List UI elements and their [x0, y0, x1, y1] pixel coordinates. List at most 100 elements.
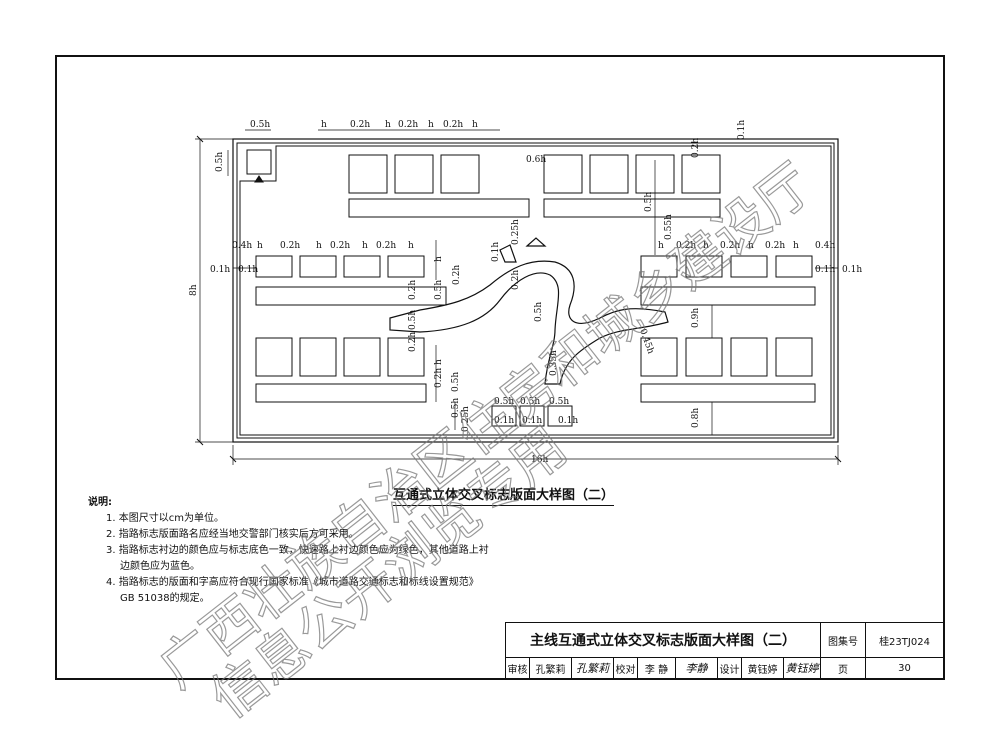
- notes-section: 说明: 1. 本图尺寸以cm为单位。 2. 指路标志版面路名应经当地交警部门核实…: [88, 495, 508, 607]
- dim-label: 0.9h: [691, 308, 701, 328]
- dim-label: 0.5h: [644, 192, 654, 212]
- dim-label: 0.2h: [376, 241, 396, 251]
- dim-label: 8h: [189, 284, 199, 296]
- designer-name: 黄钰婷: [742, 658, 784, 679]
- sign-border-inner: [239, 145, 832, 436]
- dim-label: 0.5h: [215, 152, 225, 172]
- note-item: 2. 指路标志版面路名应经当地交警部门核实后方可采用。: [106, 529, 359, 540]
- dim-label: h: [658, 241, 664, 251]
- dim-label: h: [434, 359, 444, 365]
- dim-label: 0.5h: [520, 397, 540, 407]
- top-road-bar-left: [348, 198, 530, 218]
- review-label: 审核: [506, 658, 530, 679]
- dim-label: 0.2h: [676, 241, 696, 251]
- dim-label: 0.2h: [691, 138, 701, 158]
- dim-label: 0.1h: [842, 265, 862, 275]
- dim-label: 0.2h: [434, 368, 444, 388]
- dim-label: h: [703, 241, 709, 251]
- dim-label: 0.8h: [691, 408, 701, 428]
- atlas-label: 图集号: [821, 623, 866, 658]
- reviewer-signature: 孔繁莉: [572, 658, 614, 679]
- dim-label: h: [316, 241, 322, 251]
- dim-label: h: [793, 241, 799, 251]
- dim-label: 0.2h: [330, 241, 350, 251]
- dim-label: 0.2h: [350, 120, 370, 130]
- dim-label: 0.5h: [250, 120, 270, 130]
- top-road-bar-right: [543, 198, 721, 218]
- dim-label: h: [362, 241, 368, 251]
- dim-label: 0.6h: [526, 155, 546, 165]
- dim-label: 0.4h: [815, 241, 835, 251]
- design-label: 设计: [718, 658, 742, 679]
- note-item: 边颜色应为蓝色。: [120, 561, 200, 572]
- dim-label: 0.45h: [637, 328, 655, 356]
- dim-label: 0.1h: [737, 120, 747, 140]
- dim-label: 0.5h: [408, 310, 418, 330]
- page-label: 页: [821, 658, 866, 679]
- dim-label: 0.35h: [549, 350, 559, 376]
- checker-name: 李 静: [638, 658, 676, 679]
- note-item: GB 51038的规定。: [120, 593, 210, 604]
- dim-label: 0.2h: [408, 332, 418, 352]
- dim-label: 0.1h: [815, 265, 835, 275]
- designer-signature: 黄钰婷: [784, 658, 821, 679]
- dim-label: 0.2h: [765, 241, 785, 251]
- dim-label: 0.25h: [511, 219, 521, 245]
- dim-label: h: [428, 120, 434, 130]
- dim-label: 0.5h: [451, 372, 461, 392]
- dim-label: h: [257, 241, 263, 251]
- dim-label: 0.5h: [451, 398, 461, 418]
- route-marker-box: [246, 149, 272, 175]
- dim-label: 0.2h: [280, 241, 300, 251]
- title-block: 主线互通式立体交叉标志版面大样图（二） 图集号 桂23TJ024 审核 孔繁莉 …: [505, 622, 944, 679]
- drawing-frame: [55, 55, 945, 680]
- notes-heading: 说明:: [88, 497, 112, 508]
- dim-label: h: [748, 241, 754, 251]
- dim-label: 0.25h: [461, 406, 471, 432]
- dim-label: 0.5h: [434, 280, 444, 300]
- dim-label: 0.1h: [210, 265, 230, 275]
- dim-label: 0.1h: [558, 416, 578, 426]
- dim-label: 0.1h: [238, 265, 258, 275]
- top-square-row: [348, 154, 721, 194]
- dimension-lines: [195, 129, 839, 465]
- mid-road-bar-right: [640, 286, 816, 306]
- dim-label: 0.2h: [720, 241, 740, 251]
- atlas-number: 桂23TJ024: [866, 623, 944, 658]
- dim-label: 0.5h: [494, 397, 514, 407]
- bottom-left-squares: [255, 337, 425, 377]
- mid-road-bar-left: [255, 286, 447, 306]
- check-label: 校对: [614, 658, 638, 679]
- dim-label: h: [385, 120, 391, 130]
- dim-label: 0.2h: [408, 280, 418, 300]
- dim-label: 16h: [531, 455, 548, 465]
- page-number: 30: [866, 658, 944, 679]
- note-item: 1. 本图尺寸以cm为单位。: [106, 513, 224, 524]
- bottom-road-bar-right: [640, 383, 816, 403]
- sign-border-outer: [232, 138, 839, 443]
- checker-signature: 李静: [676, 658, 718, 679]
- dim-label: 0.1h: [494, 416, 514, 426]
- dim-label: 0.1h: [522, 416, 542, 426]
- left-small-squares: [255, 255, 425, 278]
- note-item: 4. 指路标志的版面和字高应符合现行国家标准《城市道路交通标志和标线设置规范》: [106, 577, 479, 588]
- bottom-road-bar-left: [255, 383, 427, 403]
- diagram-caption: 互通式立体交叉标志版面大样图（二）: [393, 484, 615, 506]
- dim-label: 0.5h: [534, 302, 544, 322]
- dim-label: 0.5h: [549, 397, 569, 407]
- dim-label: 0.2h: [452, 265, 462, 285]
- dim-label: 0.2h: [398, 120, 418, 130]
- dim-label: 0.4h: [232, 241, 252, 251]
- dim-label: 0.2h: [511, 270, 521, 290]
- sign-border-middle: [236, 142, 835, 439]
- dimension-ticks: [196, 135, 842, 463]
- route-marker-triangle: [254, 175, 264, 183]
- dim-label: h: [321, 120, 327, 130]
- right-small-squares: [640, 255, 813, 278]
- bottom-center-boxes: [491, 405, 573, 427]
- bottom-right-squares: [640, 337, 813, 377]
- dim-label: h: [434, 256, 444, 262]
- dim-label: 0.1h: [491, 242, 501, 262]
- reviewer-name: 孔繁莉: [530, 658, 572, 679]
